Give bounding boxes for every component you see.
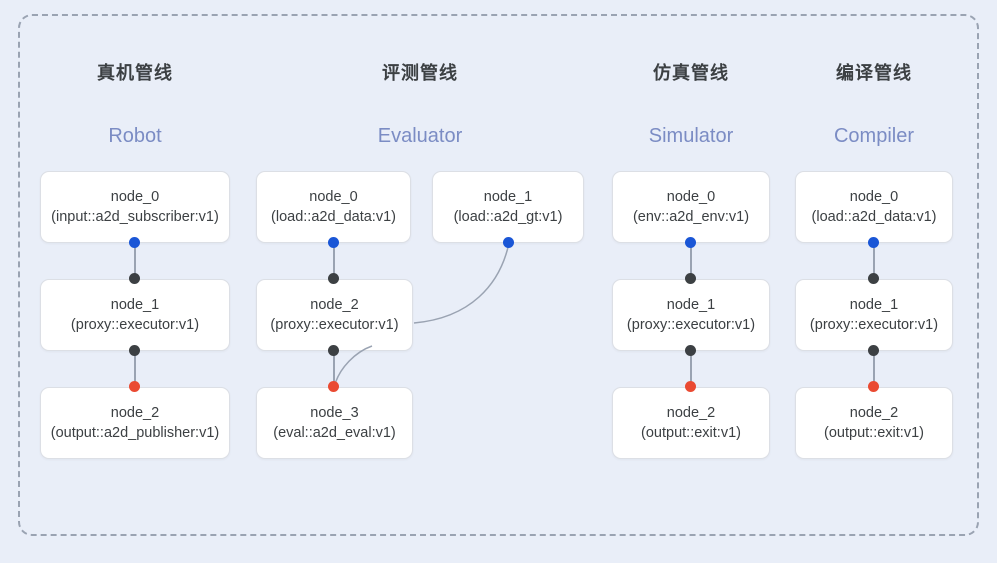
- port-output-robot-1[interactable]: [129, 345, 140, 356]
- node-name: node_1: [666, 297, 716, 313]
- column-subtitle-compiler: Compiler: [774, 124, 974, 148]
- edge-robot-0-1: [134, 240, 136, 280]
- edge-comp-1-2: [873, 348, 875, 388]
- node-name: node_1: [110, 297, 160, 313]
- node-spec: (proxy::executor:v1): [70, 317, 200, 333]
- port-output-simulator-1[interactable]: [685, 345, 696, 356]
- edge-comp-0-1: [873, 240, 875, 280]
- node-spec: (load::a2d_data:v1): [811, 209, 937, 225]
- port-input-evaluator-2[interactable]: [328, 273, 339, 284]
- diagram-frame: [18, 14, 979, 536]
- port-input-robot-1[interactable]: [129, 273, 140, 284]
- node-simulator-1[interactable]: node_1 (proxy::executor:v1): [612, 279, 770, 351]
- column-header-robot: 真机管线: [35, 62, 235, 84]
- node-name: node_1: [849, 297, 899, 313]
- node-name: node_3: [310, 405, 359, 421]
- node-name: node_2: [849, 405, 899, 421]
- node-name: node_0: [110, 189, 160, 205]
- node-evaluator-3[interactable]: node_3 (eval::a2d_eval:v1): [256, 387, 413, 459]
- edge-sim-0-1: [690, 240, 692, 280]
- column-title-cn-simulator: 仿真管线: [653, 63, 729, 83]
- node-spec: (proxy::executor:v1): [270, 317, 399, 333]
- node-compiler-1[interactable]: node_1 (proxy::executor:v1): [795, 279, 953, 351]
- column-header-simulator: 仿真管线: [591, 62, 791, 84]
- column-title-cn-robot: 真机管线: [97, 63, 173, 83]
- node-robot-0[interactable]: node_0 (input::a2d_subscriber:v1): [40, 171, 230, 243]
- port-input-simulator-1[interactable]: [685, 273, 696, 284]
- node-name: node_2: [110, 405, 160, 421]
- port-output-evaluator-0[interactable]: [328, 237, 339, 248]
- node-name: node_0: [849, 189, 899, 205]
- port-input-compiler-1[interactable]: [868, 273, 879, 284]
- node-spec: (proxy::executor:v1): [809, 317, 939, 333]
- edge-eval-0-2: [333, 240, 335, 280]
- node-name: node_0: [309, 189, 358, 205]
- node-spec: (output::a2d_publisher:v1): [50, 425, 220, 441]
- node-name: node_1: [483, 189, 533, 205]
- node-spec: (output::exit:v1): [824, 425, 924, 441]
- port-output-compiler-0[interactable]: [868, 237, 879, 248]
- node-name: node_2: [666, 405, 716, 421]
- edge-sim-1-2: [690, 348, 692, 388]
- node-compiler-2[interactable]: node_2 (output::exit:v1): [795, 387, 953, 459]
- column-title-en-simulator: Simulator: [648, 125, 734, 147]
- column-subtitle-simulator: Simulator: [591, 124, 791, 148]
- node-name: node_0: [666, 189, 716, 205]
- node-spec: (output::exit:v1): [641, 425, 741, 441]
- node-robot-2[interactable]: node_2 (output::a2d_publisher:v1): [40, 387, 230, 459]
- node-spec: (env::a2d_env:v1): [632, 209, 750, 225]
- node-simulator-2[interactable]: node_2 (output::exit:v1): [612, 387, 770, 459]
- node-evaluator-2[interactable]: node_2 (proxy::executor:v1): [256, 279, 413, 351]
- port-input-robot-2[interactable]: [129, 381, 140, 392]
- column-title-en-robot: Robot: [108, 125, 162, 147]
- column-title-cn-evaluator: 评测管线: [382, 63, 458, 83]
- column-header-compiler: 编译管线: [774, 62, 974, 84]
- port-input-simulator-2[interactable]: [685, 381, 696, 392]
- node-evaluator-0[interactable]: node_0 (load::a2d_data:v1): [256, 171, 411, 243]
- node-spec: (load::a2d_data:v1): [271, 209, 396, 225]
- port-output-compiler-1[interactable]: [868, 345, 879, 356]
- port-input-evaluator-3[interactable]: [328, 381, 339, 392]
- column-title-en-compiler: Compiler: [833, 125, 915, 147]
- column-title-en-evaluator: Evaluator: [377, 125, 463, 147]
- column-subtitle-evaluator: Evaluator: [320, 124, 520, 148]
- node-compiler-0[interactable]: node_0 (load::a2d_data:v1): [795, 171, 953, 243]
- edge-robot-1-2: [134, 348, 136, 388]
- node-spec: (eval::a2d_eval:v1): [273, 425, 396, 441]
- port-output-simulator-0[interactable]: [685, 237, 696, 248]
- column-header-evaluator: 评测管线: [320, 62, 520, 84]
- node-spec: (input::a2d_subscriber:v1): [51, 209, 219, 225]
- port-output-robot-0[interactable]: [129, 237, 140, 248]
- port-input-compiler-2[interactable]: [868, 381, 879, 392]
- node-spec: (proxy::executor:v1): [626, 317, 756, 333]
- port-output-evaluator-2[interactable]: [328, 345, 339, 356]
- edge-eval-2-3: [333, 348, 335, 388]
- node-robot-1[interactable]: node_1 (proxy::executor:v1): [40, 279, 230, 351]
- node-name: node_2: [310, 297, 359, 313]
- node-evaluator-1[interactable]: node_1 (load::a2d_gt:v1): [432, 171, 584, 243]
- node-spec: (load::a2d_gt:v1): [453, 209, 563, 225]
- column-subtitle-robot: Robot: [35, 124, 235, 148]
- node-simulator-0[interactable]: node_0 (env::a2d_env:v1): [612, 171, 770, 243]
- port-output-evaluator-1[interactable]: [503, 237, 514, 248]
- column-title-cn-compiler: 编译管线: [836, 63, 912, 83]
